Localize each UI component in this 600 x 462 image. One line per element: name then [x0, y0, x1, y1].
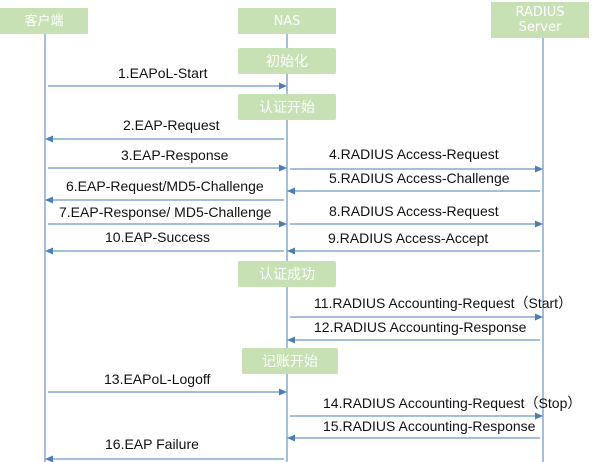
phase-auth-success: 认证成功 — [238, 261, 336, 287]
participant-nas: NAS — [238, 8, 336, 34]
message-label-3: 3.EAP-Response — [121, 147, 229, 163]
message-arrow-7 — [48, 220, 287, 228]
phase-init: 初始化 — [238, 48, 336, 74]
message-label-6: 6.EAP-Request/MD5-Challenge — [66, 178, 264, 194]
message-arrow-15 — [287, 434, 540, 442]
message-label-11: 11.RADIUS Accounting-Request（Start） — [314, 295, 573, 311]
message-label-9: 9.RADIUS Access-Accept — [328, 230, 489, 246]
message-label-10: 10.EAP-Success — [105, 229, 211, 245]
message-label-4: 4.RADIUS Access-Request — [329, 146, 499, 162]
participant-client: 客户端 — [0, 8, 88, 34]
message-arrow-9 — [287, 247, 540, 255]
phase-auth-start: 认证开始 — [238, 94, 336, 120]
message-arrow-3 — [48, 164, 287, 172]
message-label-12: 12.RADIUS Accounting-Response — [314, 319, 527, 335]
message-arrow-6 — [45, 196, 284, 204]
message-label-7: 7.EAP-Response/ MD5-Challenge — [59, 204, 272, 220]
message-label-8: 8.RADIUS Access-Request — [329, 203, 499, 219]
message-label-14: 14.RADIUS Accounting-Request（Stop） — [323, 395, 582, 411]
message-label-5: 5.RADIUS Access-Challenge — [329, 170, 510, 186]
phase-accounting-start: 记账开始 — [242, 348, 338, 374]
message-arrow-8 — [290, 220, 543, 228]
message-label-15: 15.RADIUS Accounting-Response — [323, 418, 536, 434]
message-arrow-5 — [287, 187, 540, 195]
message-arrow-12 — [287, 336, 540, 344]
message-arrow-2 — [45, 135, 284, 143]
message-arrow-16 — [45, 455, 284, 462]
message-arrow-13 — [48, 388, 287, 396]
message-arrow-14 — [290, 412, 543, 420]
message-label-1: 1.EAPoL-Start — [118, 65, 208, 81]
message-arrow-10 — [45, 247, 284, 255]
message-arrow-1 — [48, 82, 287, 90]
message-label-16: 16.EAP Failure — [105, 436, 199, 452]
message-arrow-4 — [290, 165, 543, 173]
participant-radius-server: RADIUS Server — [491, 2, 589, 38]
message-arrow-11 — [290, 313, 543, 321]
message-label-13: 13.EAPoL-Logoff — [104, 371, 211, 387]
message-label-2: 2.EAP-Request — [123, 117, 220, 133]
